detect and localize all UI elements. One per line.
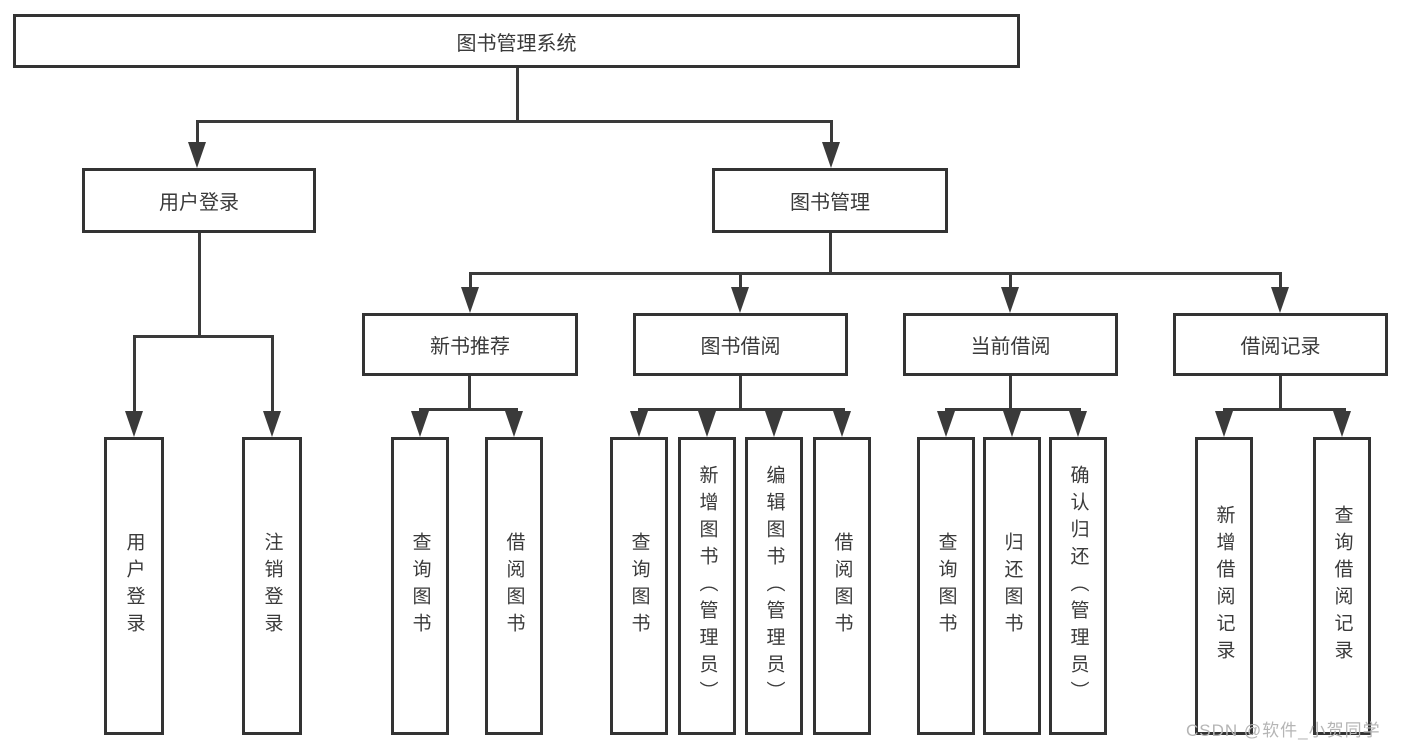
arrow-down-to-leaf-user-login [125, 411, 143, 437]
leaf-add-book-admin: 新增图书（管理员） [678, 437, 736, 735]
node-book-management-label: 图书管理 [790, 192, 870, 214]
leaf-query-borrow-record: 查询借阅记录 [1313, 437, 1371, 735]
connector-level3-drop-3 [1009, 274, 1012, 290]
connector-mgmt-stem [829, 231, 832, 275]
connector-current-stem [1009, 374, 1012, 410]
arrow-down-to-book-management [822, 142, 840, 168]
arrow-down-to-book-borrow [731, 287, 749, 313]
connector-level3-drop-1 [469, 274, 472, 290]
arrow-down-to-leaf-borrow-book-1 [505, 411, 523, 437]
connector-level3-drop-2 [739, 274, 742, 290]
connector-login-bar [133, 335, 274, 338]
connector-login-drop-left [133, 337, 136, 413]
node-root: 图书管理系统 [13, 14, 1020, 68]
connector-login-stem [198, 231, 201, 338]
connector-borrow-stem [739, 374, 742, 410]
leaf-logout-label: 注销登录 [261, 532, 283, 640]
leaf-add-borrow-record-label: 新增借阅记录 [1213, 505, 1235, 667]
node-book-borrow: 图书借阅 [633, 313, 848, 376]
connector-record-stem [1279, 374, 1282, 410]
arrow-down-to-leaf-query-book-2 [630, 411, 648, 437]
leaf-query-book-current-label: 查询图书 [935, 532, 957, 640]
leaf-user-login: 用户登录 [104, 437, 164, 735]
node-user-login-label: 用户登录 [159, 192, 239, 214]
leaf-edit-book-admin-label: 编辑图书（管理员） [763, 464, 785, 708]
leaf-add-borrow-record: 新增借阅记录 [1195, 437, 1253, 735]
arrow-down-to-borrow-record [1271, 287, 1289, 313]
node-borrow-record: 借阅记录 [1173, 313, 1388, 376]
arrow-down-to-leaf-confirm-return [1069, 411, 1087, 437]
connector-level2-bar [196, 120, 833, 123]
leaf-borrow-book-borrow-label: 借阅图书 [831, 532, 853, 640]
leaf-borrow-book-recommend: 借阅图书 [485, 437, 543, 735]
node-book-borrow-label: 图书借阅 [700, 336, 781, 358]
leaf-borrow-book-recommend-label: 借阅图书 [503, 532, 525, 640]
leaf-confirm-return-admin-label: 确认归还（管理员） [1067, 464, 1089, 708]
node-book-management: 图书管理 [712, 168, 948, 233]
node-new-book-recommend: 新书推荐 [362, 313, 578, 376]
leaf-query-borrow-record-label: 查询借阅记录 [1331, 505, 1353, 667]
leaf-query-book-current: 查询图书 [917, 437, 975, 735]
arrow-down-to-user-login [188, 142, 206, 168]
arrow-down-to-current-borrow [1001, 287, 1019, 313]
node-root-label: 图书管理系统 [456, 32, 577, 55]
connector-level2-drop-right [830, 122, 833, 146]
node-current-borrow-label: 当前借阅 [970, 336, 1051, 358]
connector-record-bar [1223, 408, 1346, 411]
connector-current-bar [945, 408, 1081, 411]
arrow-down-to-leaf-add-record [1215, 411, 1233, 437]
node-new-book-recommend-label: 新书推荐 [430, 336, 510, 358]
leaf-return-book: 归还图书 [983, 437, 1041, 735]
leaf-add-book-admin-label: 新增图书（管理员） [696, 464, 718, 708]
arrow-down-to-leaf-borrow-book-2 [833, 411, 851, 437]
leaf-return-book-label: 归还图书 [1001, 532, 1023, 640]
connector-level3-bar [469, 272, 1282, 275]
node-current-borrow: 当前借阅 [903, 313, 1118, 376]
arrow-down-to-leaf-add-book [698, 411, 716, 437]
arrow-down-to-leaf-edit-book [765, 411, 783, 437]
arrow-down-to-leaf-logout [263, 411, 281, 437]
leaf-query-book-borrow: 查询图书 [610, 437, 668, 735]
node-borrow-record-label: 借阅记录 [1240, 336, 1321, 358]
connector-recommend-bar [419, 408, 518, 411]
connector-login-drop-right [271, 337, 274, 413]
watermark: CSDN @软件_小贺同学 [1186, 721, 1381, 740]
connector-recommend-stem [468, 374, 471, 410]
leaf-query-book-recommend-label: 查询图书 [409, 532, 431, 640]
leaf-user-login-label: 用户登录 [123, 532, 145, 640]
leaf-edit-book-admin: 编辑图书（管理员） [745, 437, 803, 735]
leaf-query-book-borrow-label: 查询图书 [628, 532, 650, 640]
arrow-down-to-leaf-query-book-1 [411, 411, 429, 437]
leaf-query-book-recommend: 查询图书 [391, 437, 449, 735]
arrow-down-to-leaf-return-book [1003, 411, 1021, 437]
arrow-down-to-new-book-recommend [461, 287, 479, 313]
connector-level3-drop-4 [1279, 274, 1282, 290]
connector-level2-drop-left [196, 122, 199, 146]
node-user-login: 用户登录 [82, 168, 316, 233]
leaf-borrow-book-borrow: 借阅图书 [813, 437, 871, 735]
connector-borrow-bar [638, 408, 845, 411]
connector-root-stem [516, 66, 519, 122]
arrow-down-to-leaf-query-record [1333, 411, 1351, 437]
arrow-down-to-leaf-query-book-3 [937, 411, 955, 437]
leaf-confirm-return-admin: 确认归还（管理员） [1049, 437, 1107, 735]
leaf-logout: 注销登录 [242, 437, 302, 735]
